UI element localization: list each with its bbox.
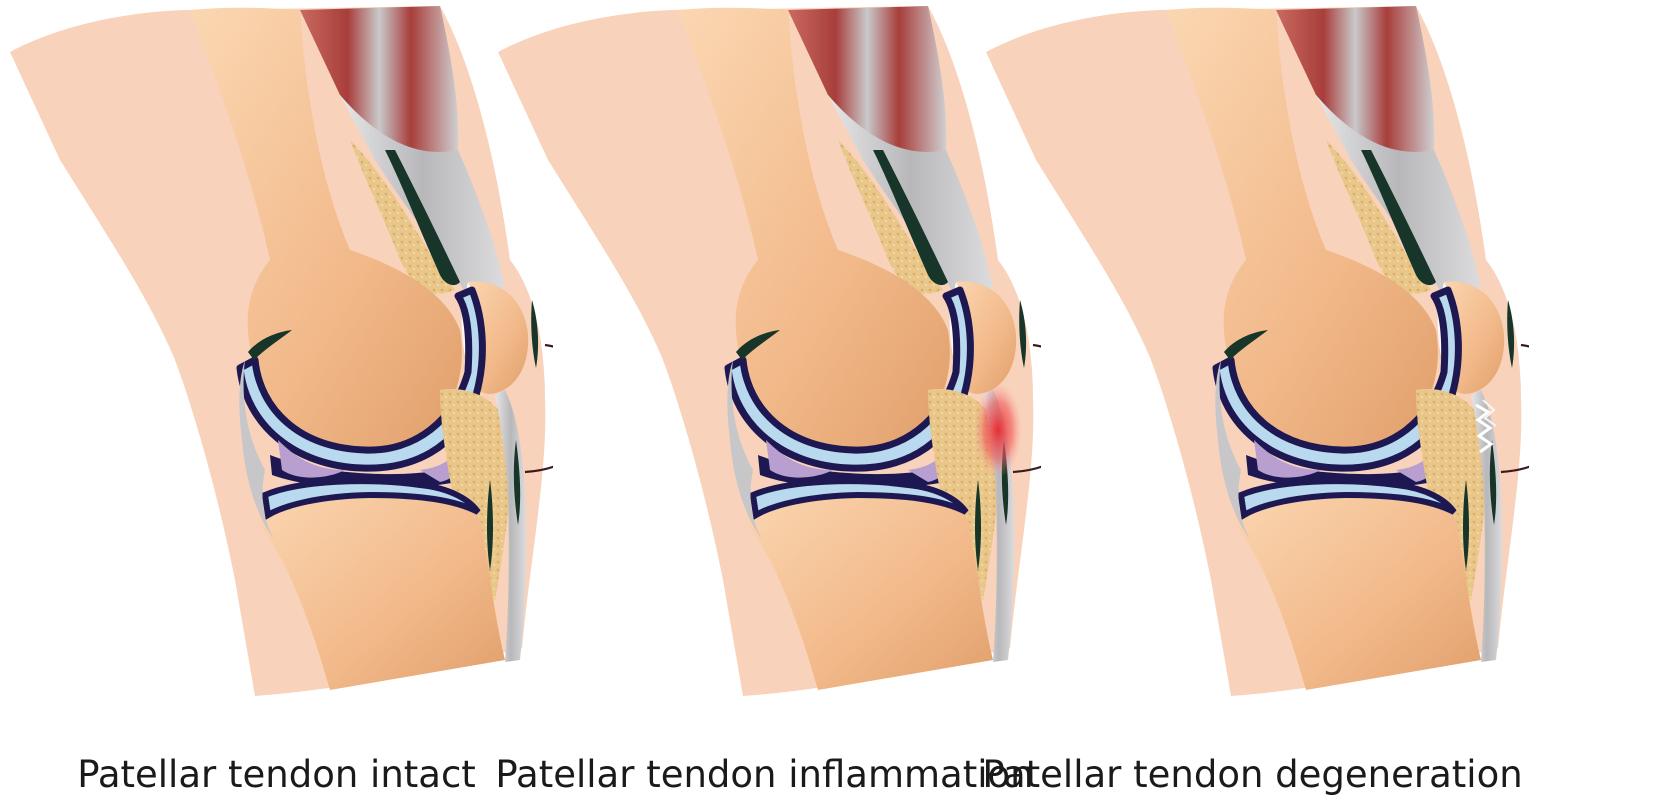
caption-degeneration: Patellar tendon degeneration <box>976 753 1529 796</box>
panel-degeneration: Patellar tendon degeneration <box>976 0 1529 798</box>
caption-inflammation: Patellar tendon inflammation <box>488 753 1041 796</box>
knee-inflammation-illustration <box>488 0 1041 798</box>
caption-intact: Patellar tendon intact <box>0 753 553 796</box>
panel-intact: Patellar tendon intact <box>0 0 553 798</box>
knee-degeneration-illustration <box>976 0 1529 798</box>
knee-intact-illustration <box>0 0 553 798</box>
panel-inflammation: Patellar tendon inflammation <box>488 0 1041 798</box>
